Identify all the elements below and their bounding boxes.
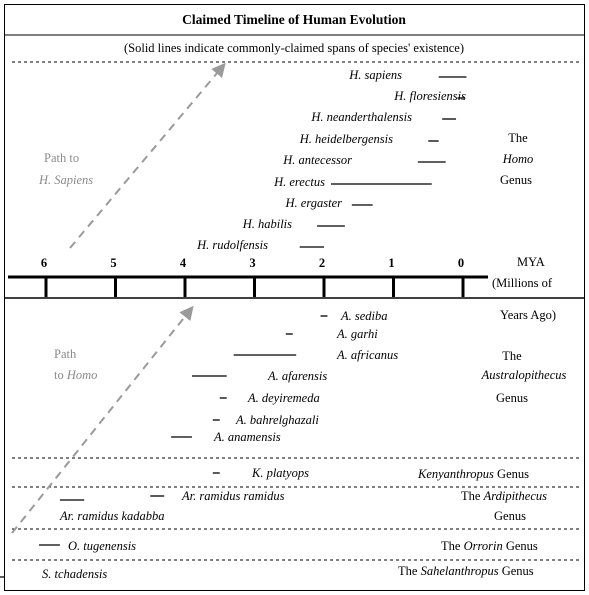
species-k-platyops: K. platyops [252,466,309,480]
species-ar-ramidus-kadabba: Ar. ramidus kadabba [60,509,165,523]
species-a-africanus: A. africanus [337,348,399,362]
species-span-bars [0,76,467,578]
path-sapiens-label-line2: H. Sapiens [39,173,94,187]
australopithecus-genus-line3: Genus [496,391,528,405]
axis-ticks [44,277,465,297]
orrorin-genus-label: The Orrorin Genus [441,539,538,553]
species-a-bahrelghazali: A. bahrelghazali [236,413,319,427]
species-h-habilis: H. habilis [242,217,292,231]
species-a-garhi: A. garhi [337,327,378,341]
species-a-afarensis: A. afarensis [268,369,328,383]
axis-tick-label-1: 1 [388,256,395,270]
axis-unit-line3: Years Ago) [500,308,557,322]
path-arrow-sapiens [69,62,226,249]
path-homo-prefix: to [54,368,67,382]
orrorin-genus-italic: Orrorin [463,539,503,553]
sahelanthropus-genus-suffix: Genus [498,564,534,578]
axis-tick-label-0: 0 [457,256,465,270]
ardipithecus-genus-label: The Ardipithecus [461,489,547,503]
axis-tick-label-4: 4 [179,256,187,270]
homo-genus-line1: The [508,131,528,145]
homo-genus-line3: Genus [500,173,532,187]
species-a-sediba: A. sediba [341,309,388,323]
page-title: Claimed Timeline of Human Evolution [182,12,406,27]
sahelanthropus-genus-italic: Sahelanthropus [420,564,499,578]
australopithecus-genus-line2: Australopithecus [481,368,567,382]
species-h-antecessor: H. antecessor [283,153,352,167]
sahelanthropus-genus-prefix: The [398,564,421,578]
orrorin-genus-prefix: The [441,539,464,553]
kenyanthropus-genus-italic: Kenyanthropus [418,467,494,481]
species-h-ergaster: H. ergaster [285,196,342,210]
homo-genus-line2: Homo [502,152,534,166]
path-homo-italic: Homo [66,368,98,382]
outer-frame [4,4,585,591]
orrorin-genus-suffix: Genus [502,539,538,553]
ardipithecus-genus-italic: Ardipithecus [483,489,547,503]
axis-tick-label-2: 2 [318,256,326,270]
kenyanthropus-genus-suffix: Genus [493,467,529,481]
ardipithecus-genus-prefix: The [461,489,484,503]
species-h-neanderthalensis: H. neanderthalensis [311,110,412,124]
axis-tick-label-5: 5 [110,256,117,270]
axis-tick-label-6: 6 [40,256,48,270]
axis-tick-label-3: 3 [249,256,256,270]
path-arrow-homo [11,305,194,534]
species-h-sapiens: H. sapiens [349,68,402,82]
species-h-rudolfensis: H. rudolfensis [197,238,268,252]
kenyanthropus-genus-label: Kenyanthropus Genus [418,467,529,481]
species-s-tchadensis: S. tchadensis [42,567,108,581]
ardipithecus-genus-line2: Genus [494,509,526,523]
axis-unit-line2: (Millions of [492,276,553,290]
axis-unit-line1: MYA [517,255,545,269]
path-homo-label-line2: to Homo [54,368,97,382]
path-homo-label-line1: Path [54,347,77,361]
species-a-anamensis: A. anamensis [214,430,281,444]
sahelanthropus-genus-label: The Sahelanthropus Genus [398,564,534,578]
species-a-deyiremeda: A. deyiremeda [248,391,320,405]
subtitle: (Solid lines indicate commonly-claimed s… [123,41,465,55]
species-h-erectus: H. erectus [274,175,325,189]
australopithecus-genus-line1: The [502,349,522,363]
species-ar-ramidus-ramidus: Ar. ramidus ramidus [182,489,285,503]
species-h-floresiensis: H. floresiensis [394,89,466,103]
species-h-heidelbergensis: H. heidelbergensis [299,132,393,146]
path-sapiens-label-line1: Path to [44,151,80,165]
species-o-tugenensis: O. tugenensis [68,539,137,553]
